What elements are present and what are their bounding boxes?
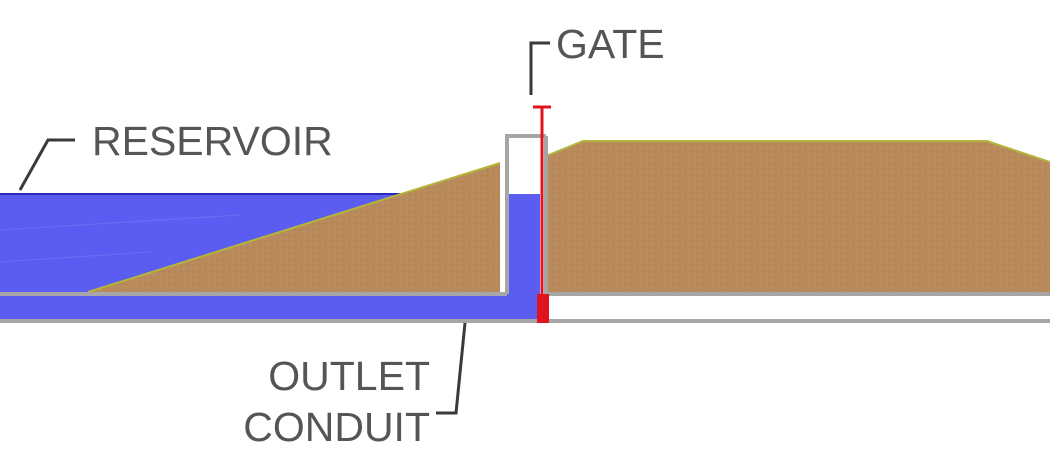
reservoir-label: RESERVOIR bbox=[92, 118, 333, 164]
gate-leaf bbox=[537, 294, 549, 323]
outlet-conduit-label-line2: CONDUIT bbox=[243, 404, 430, 450]
water-texture bbox=[0, 214, 241, 263]
embankment-crest-outline bbox=[545, 140, 1050, 163]
gate-label: GATE bbox=[556, 21, 665, 67]
riser-tower bbox=[505, 134, 546, 294]
embankment-body bbox=[546, 141, 1050, 295]
gate-leader-line bbox=[529, 41, 550, 95]
outlet-conduit-label-line1: OUTLET bbox=[268, 353, 430, 399]
reservoir-leader-line bbox=[18, 138, 75, 191]
conduit-water bbox=[0, 296, 546, 320]
reservoir-water bbox=[0, 194, 410, 292]
conduit-downstream-interior bbox=[548, 296, 1050, 319]
riser-water bbox=[507, 194, 540, 296]
outlet-conduit-leader-line bbox=[436, 322, 467, 415]
upstream-slope-outline bbox=[87, 162, 501, 293]
